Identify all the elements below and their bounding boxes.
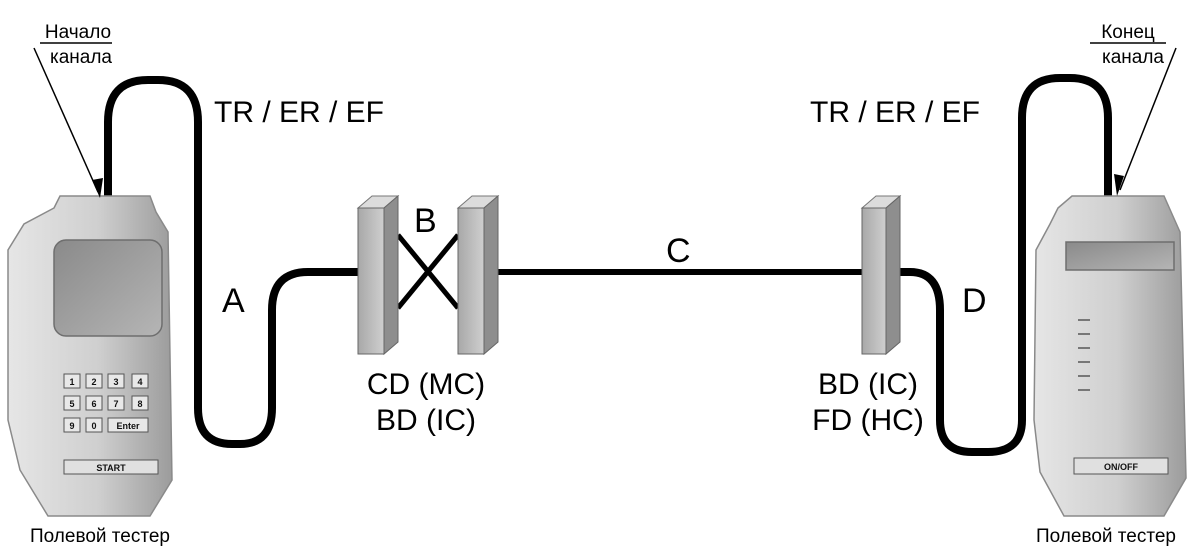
start-button[interactable]: START: [63, 459, 159, 475]
segment-c-label: C: [666, 232, 691, 270]
left-tester-caption: Полевой тестер: [30, 526, 170, 547]
left-tester-keypad: 1 2 3 4 5 6 7 8 9 0 Enter: [63, 373, 149, 433]
key-enter[interactable]: Enter: [107, 417, 149, 433]
right-tester-display: [1065, 241, 1175, 271]
cross-connect-panel-left: [356, 194, 400, 356]
svg-text:Конец: Конец: [1101, 22, 1155, 43]
segment-d-label: D: [962, 282, 987, 320]
key-5[interactable]: 5: [63, 395, 81, 411]
right-cord-label: TR / ER / EF: [810, 96, 980, 129]
left-tester-screen: [53, 239, 163, 337]
right-panel-label-1: BD (IC): [818, 368, 918, 401]
on-off-button[interactable]: ON/OFF: [1073, 457, 1169, 475]
svg-text:8: 8: [137, 399, 142, 409]
key-9[interactable]: 9: [63, 417, 81, 433]
svg-text:7: 7: [113, 399, 118, 409]
left-patch-cord: [104, 76, 366, 448]
segment-a-label: A: [222, 282, 245, 320]
left-panel-label-2: BD (IC): [376, 404, 476, 437]
far-end-panel: [860, 194, 902, 356]
key-2[interactable]: 2: [85, 373, 103, 389]
right-panel-label-2: FD (HC): [812, 404, 924, 437]
right-patch-cord: [874, 74, 1112, 456]
svg-text:9: 9: [69, 421, 74, 431]
svg-text:6: 6: [91, 399, 96, 409]
cross-connect-panel-right: [456, 194, 500, 356]
svg-text:2: 2: [91, 377, 96, 387]
left-cord-label: TR / ER / EF: [214, 96, 384, 129]
left-field-tester: 1 2 3 4 5 6 7 8 9 0 Enter START: [7, 195, 173, 517]
svg-text:канала: канала: [50, 47, 112, 68]
svg-text:0: 0: [91, 421, 96, 431]
channel-start-callout: Начало канала: [33, 22, 112, 198]
right-tester-indicators: [1078, 319, 1090, 391]
channel-end-callout: Конец канала: [1090, 22, 1177, 196]
svg-text:Начало: Начало: [45, 22, 111, 43]
key-1[interactable]: 1: [63, 373, 81, 389]
cross-connect-jumper-2: [396, 233, 460, 310]
svg-text:канала: канала: [1102, 47, 1164, 68]
svg-text:Enter: Enter: [116, 421, 140, 431]
left-panel-label-1: CD (MC): [367, 368, 485, 401]
key-4[interactable]: 4: [131, 373, 149, 389]
svg-text:5: 5: [69, 399, 74, 409]
svg-text:START: START: [96, 463, 126, 473]
key-6[interactable]: 6: [85, 395, 103, 411]
right-field-tester: ON/OFF: [1033, 195, 1187, 517]
svg-text:4: 4: [137, 377, 142, 387]
key-8[interactable]: 8: [131, 395, 149, 411]
svg-text:3: 3: [113, 377, 118, 387]
key-0[interactable]: 0: [85, 417, 103, 433]
key-3[interactable]: 3: [107, 373, 125, 389]
segment-b-label: B: [414, 202, 437, 240]
svg-text:1: 1: [69, 377, 74, 387]
svg-text:ON/OFF: ON/OFF: [1104, 462, 1138, 472]
right-tester-caption: Полевой тестер: [1036, 526, 1176, 547]
key-7[interactable]: 7: [107, 395, 125, 411]
